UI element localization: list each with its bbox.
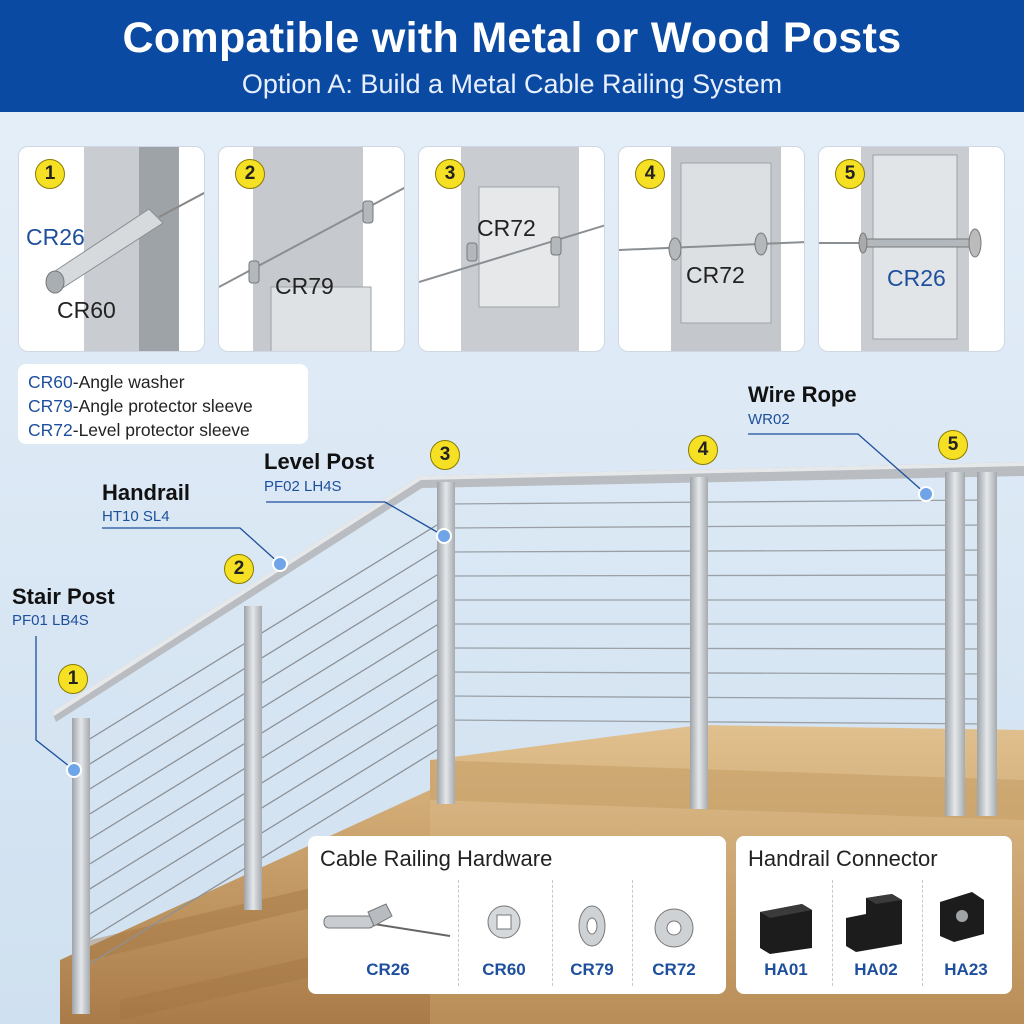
hardware-label-cr79: CR79 [554,960,630,980]
legend-row: CR72-Level protector sleeve [28,418,298,442]
detail-panel-3: 3 CR72 [418,146,605,352]
cr60-part-icon [488,906,520,938]
hardware-label-cr26: CR26 [348,960,428,980]
panel-label-cr26-end: CR26 [887,265,946,292]
hardware-label-cr60: CR60 [464,960,544,980]
ha02-part-icon [846,894,902,952]
callout-level-post-code: PF02 LH4S [264,478,342,495]
connector-label-ha02: HA02 [836,960,916,980]
cr79-part-icon [579,906,605,946]
panel-number-badge: 2 [235,159,265,189]
legend-row: CR79-Angle protector sleeve [28,394,298,418]
connector-label-ha01: HA01 [746,960,826,980]
panel-label-cr60: CR60 [57,297,116,324]
post-marker-5: 5 [938,430,968,460]
detail-panel-4: 4 CR72 [618,146,805,352]
hardware-label-cr72: CR72 [634,960,714,980]
post-marker-1: 1 [58,664,88,694]
ha23-part-icon [940,892,984,942]
cable-railing-hardware-box: Cable Railing Hardware CR26 CR60 CR79 CR… [308,836,726,994]
panel-number-badge: 3 [435,159,465,189]
callout-level-post-title: Level Post [264,449,374,475]
panel-label-cr72-level: CR72 [686,262,745,289]
detail-panel-2: 2 CR79 [218,146,405,352]
panel-label-cr79: CR79 [275,273,334,300]
panel-number-badge: 1 [35,159,65,189]
panel-number-badge: 4 [635,159,665,189]
callout-stair-post-title: Stair Post [12,584,115,610]
cr72-part-icon [655,909,693,947]
ha01-part-icon [760,904,812,954]
connector-label-ha23: HA23 [926,960,1006,980]
detail-panel-5: 5 CR26 [818,146,1005,352]
post-marker-2: 2 [224,554,254,584]
panel-label-cr72: CR72 [477,215,536,242]
post-marker-3: 3 [430,440,460,470]
cr26-part-icon [324,904,450,936]
callout-stair-post-code: PF01 LB4S [12,612,89,629]
post-marker-4: 4 [688,435,718,465]
callout-handrail-code: HT10 SL4 [102,508,170,525]
panel-label-cr26: CR26 [26,224,85,251]
detail-panel-1: 1 CR26 CR60 [18,146,205,352]
handrail-connector-box: Handrail Connector HA01 HA02 HA23 [736,836,1012,994]
callout-wire-rope-title: Wire Rope [748,382,857,408]
callout-handrail-title: Handrail [102,480,190,506]
level-cables [446,500,990,724]
legend-row: CR60-Angle washer [28,370,298,394]
panel-number-badge: 5 [835,159,865,189]
callout-wire-rope-code: WR02 [748,411,790,428]
part-legend: CR60-Angle washer CR79-Angle protector s… [18,364,308,444]
